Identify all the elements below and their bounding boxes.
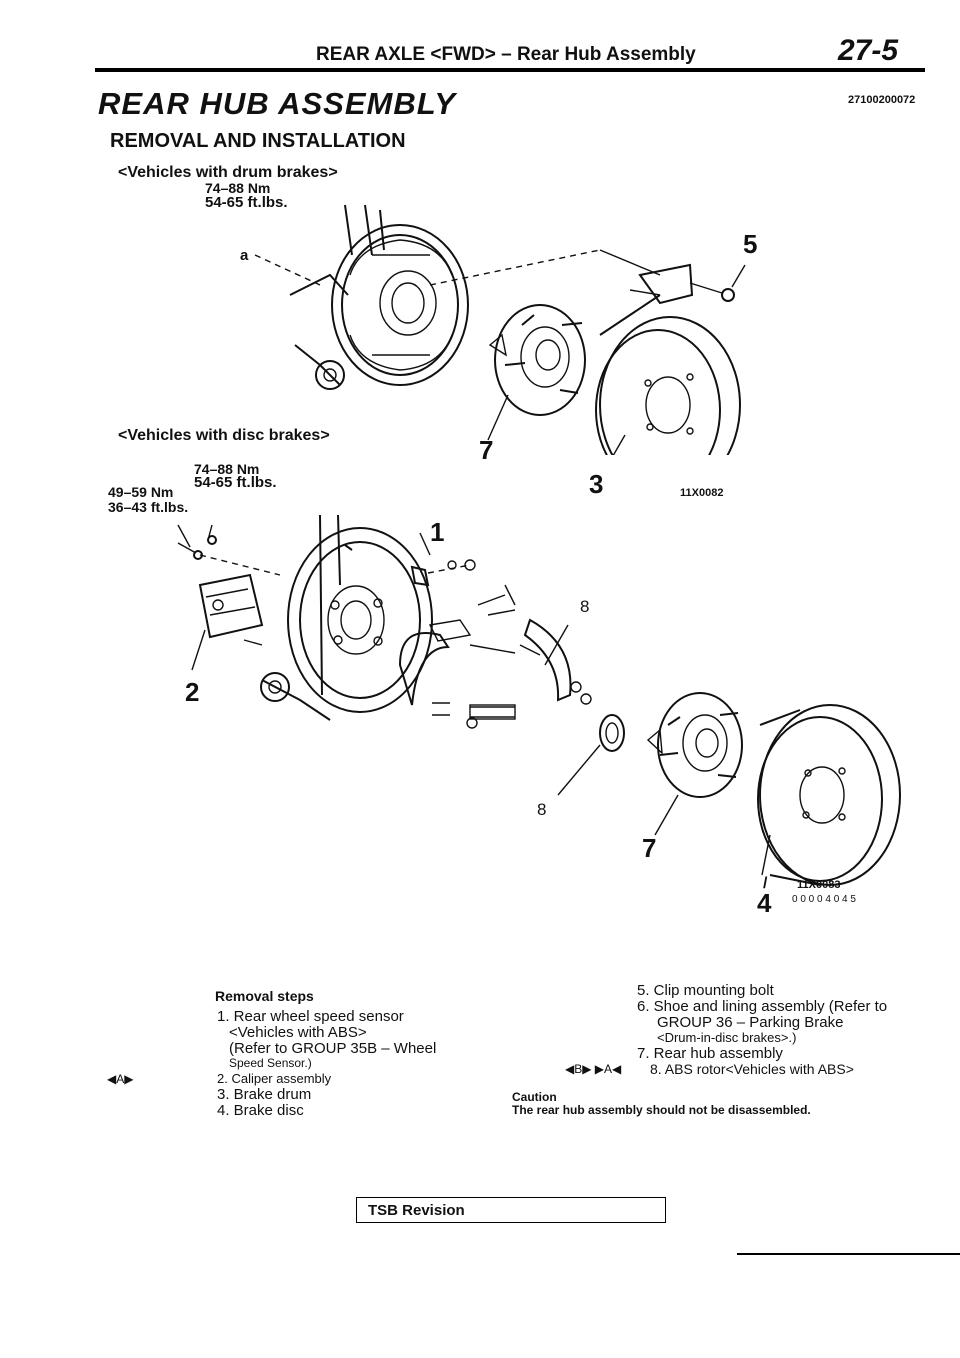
page-number: 27-5 <box>838 34 899 67</box>
figure2-callout-2: 2 <box>185 677 200 707</box>
figure2-torque2-ftlbs: 36–43 ft.lbs. <box>108 499 189 515</box>
removal-step-7: 7. Rear hub assembly <box>637 1045 783 1062</box>
figure2-callout-1: 1 <box>430 517 445 547</box>
figure2-caption: <Vehicles with disc brakes> <box>118 427 330 444</box>
figure2-torque-nm: 74–88 Nm <box>194 461 260 477</box>
caution-text: The rear hub assembly should not be disa… <box>512 1103 811 1117</box>
removal-step-6-ref-cont: <Drum-in-disc brakes>.) <box>657 1030 797 1045</box>
removal-step-1-ref-cont: Speed Sensor.) <box>229 1056 312 1070</box>
drum-brake-exploded-diagram <box>254 204 746 455</box>
figure2-callout-8b: 8 <box>537 800 547 819</box>
removal-step-3: 3. Brake drum <box>217 1086 312 1103</box>
removal-step-5: 5. Clip mounting bolt <box>637 982 774 999</box>
doc-code: 27100200072 <box>848 94 916 106</box>
figure1-code: 11X0082 <box>680 487 724 499</box>
header-rule <box>95 68 925 72</box>
marker-a: ◀A▶ <box>107 1072 134 1086</box>
page-title: REAR HUB ASSEMBLY <box>98 86 457 121</box>
figure2-torque-ftlbs: 54-65 ft.lbs. <box>194 474 277 491</box>
removal-step-1-ref: (Refer to GROUP 35B – Wheel <box>229 1040 437 1057</box>
figure1-torque-nm: 74–88 Nm <box>205 180 271 196</box>
figure2-callout-8a: 8 <box>580 597 590 616</box>
removal-step-1: 1. Rear wheel speed sensor <box>217 1008 404 1025</box>
disc-brake-exploded-diagram <box>177 514 901 886</box>
section-subtitle: REMOVAL AND INSTALLATION <box>110 130 406 152</box>
removal-step-8: 8. ABS rotor<Vehicles with ABS> <box>650 1061 854 1077</box>
figure1-callout-3: 3 <box>589 469 604 499</box>
removal-step-6-ref: GROUP 36 – Parking Brake <box>657 1014 844 1031</box>
figure2-leader-4: / <box>763 875 768 892</box>
figure1-callout-5: 5 <box>743 229 758 259</box>
figure2-callout-4: 4 <box>757 888 772 918</box>
caution-label: Caution <box>512 1090 557 1104</box>
figure1-label-a: a <box>240 247 249 264</box>
figure2-callout-7: 7 <box>642 833 657 863</box>
tsb-revision-box <box>356 1197 666 1223</box>
removal-step-6: 6. Shoe and lining assembly (Refer to <box>637 998 888 1015</box>
figure1-caption: <Vehicles with drum brakes> <box>118 164 338 181</box>
header-section-title: REAR AXLE <FWD> – Rear Hub Assembly <box>316 44 696 65</box>
removal-step-1-condition: <Vehicles with ABS> <box>229 1024 367 1041</box>
figure2-code2: 0 0 0 0 4 0 4 5 <box>792 894 856 905</box>
figure2-code: 11X0083 <box>797 879 841 891</box>
marker-b-a: ◀B▶ ▶A◀ <box>565 1062 622 1076</box>
removal-heading: Removal steps <box>215 988 314 1004</box>
tsb-revision-label: TSB Revision <box>368 1202 465 1219</box>
removal-step-4: 4. Brake disc <box>217 1102 304 1119</box>
figure2-torque2-nm: 49–59 Nm <box>108 484 174 500</box>
footer-rule <box>737 1253 960 1255</box>
figure1-callout-7: 7 <box>479 435 494 465</box>
removal-step-2: 2. Caliper assembly <box>217 1071 332 1086</box>
figure1-torque-ftlbs: 54-65 ft.lbs. <box>205 194 288 211</box>
